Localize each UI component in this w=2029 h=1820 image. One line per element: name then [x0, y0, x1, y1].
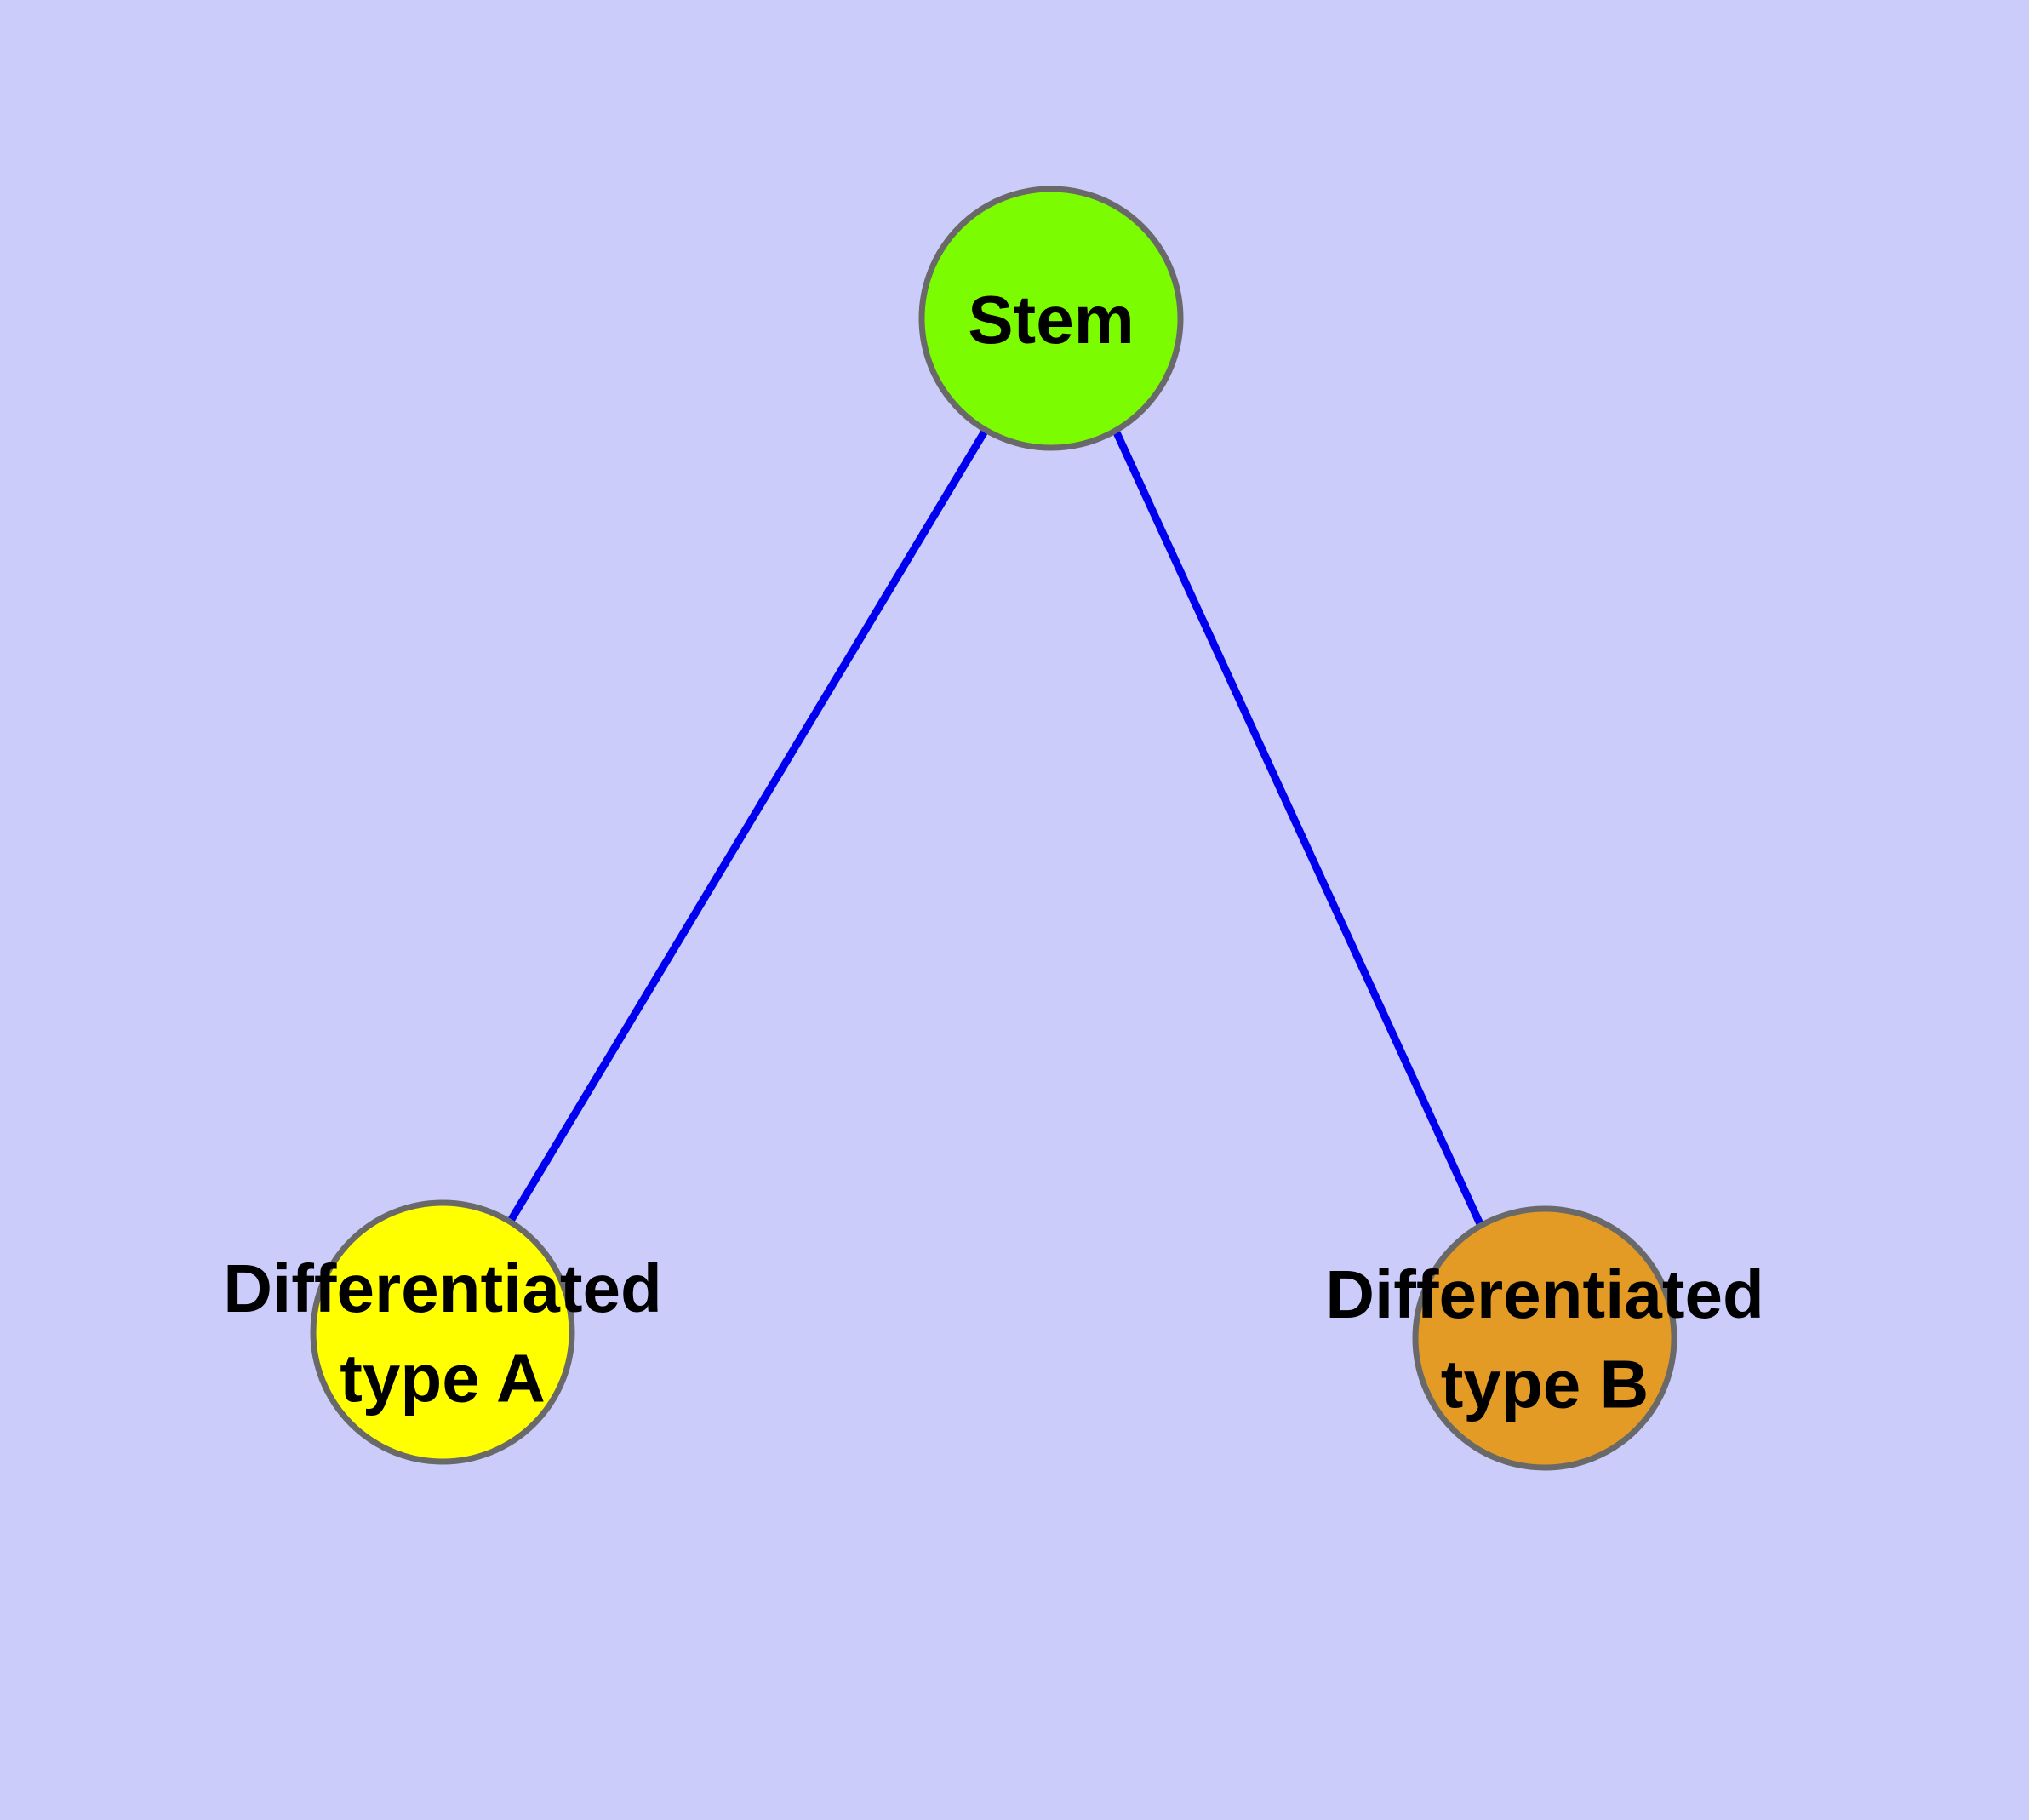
node-label-line: Differentiated: [223, 1251, 662, 1326]
node-label-diff-b: Differentiated type B: [1325, 1256, 1764, 1422]
edges-layer: [507, 427, 1485, 1228]
edge-stem-to-diff-a[interactable]: [507, 427, 989, 1223]
edge-stem-to-diff-b[interactable]: [1112, 429, 1485, 1228]
node-stem[interactable]: [918, 186, 1184, 451]
nodes-layer: [310, 186, 1677, 1471]
node-label-line: type A: [340, 1341, 546, 1417]
node-diff-a[interactable]: [310, 1199, 575, 1465]
node-label-diff-a: Differentiated type A: [223, 1251, 662, 1417]
node-label-line: type B: [1441, 1347, 1649, 1422]
node-diff-b[interactable]: [1412, 1205, 1677, 1471]
node-label-stem: Stem: [968, 282, 1135, 358]
node-label-line: Stem: [968, 282, 1135, 358]
node-label-line: Differentiated: [1325, 1256, 1764, 1332]
